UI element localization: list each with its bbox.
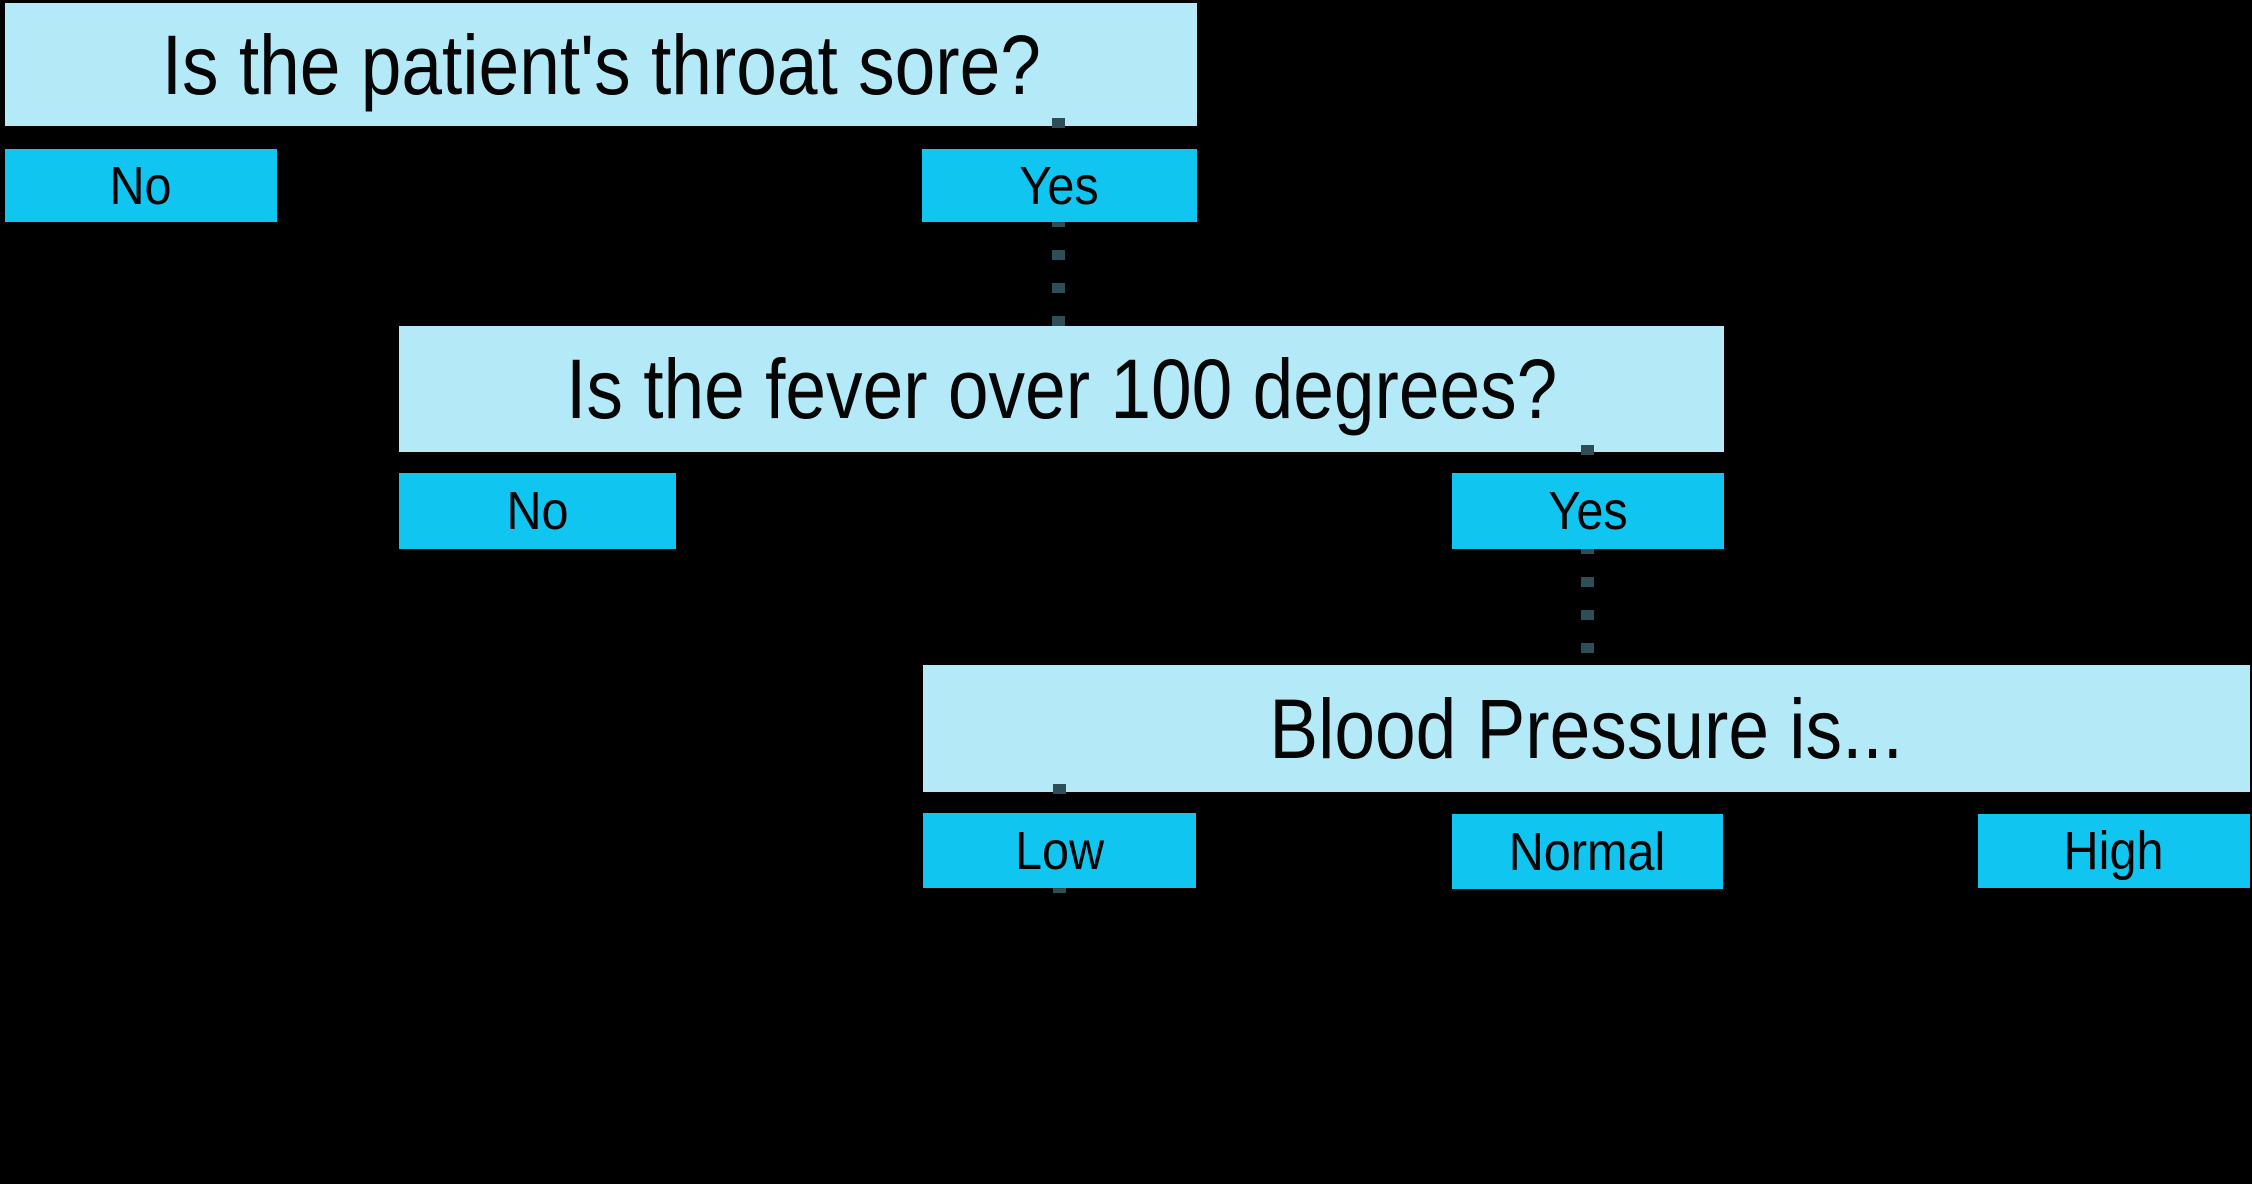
question-1-box: Is the patient's throat sore?: [5, 3, 1197, 126]
q1-no-label: No: [109, 155, 173, 216]
q3-low-label: Low: [1014, 820, 1105, 881]
q3-normal-button[interactable]: Normal: [1452, 814, 1723, 889]
q3-low-button[interactable]: Low: [923, 813, 1196, 888]
q1-yes-button[interactable]: Yes: [922, 149, 1197, 222]
q2-no-button[interactable]: No: [399, 473, 676, 549]
question-2-box: Is the fever over 100 degrees?: [399, 326, 1724, 452]
q1-yes-label: Yes: [1019, 155, 1100, 216]
question-3-box: Blood Pressure is...: [923, 665, 2250, 792]
question-1-text: Is the patient's throat sore?: [161, 17, 1041, 112]
q2-yes-button[interactable]: Yes: [1452, 473, 1724, 549]
q2-yes-label: Yes: [1548, 481, 1628, 541]
q3-high-button[interactable]: High: [1978, 814, 2250, 888]
q3-normal-label: Normal: [1509, 821, 1666, 882]
q3-high-label: High: [2064, 821, 2164, 881]
q2-no-label: No: [506, 481, 569, 541]
q1-no-button[interactable]: No: [5, 149, 277, 222]
question-3-text: Blood Pressure is...: [1269, 681, 1904, 776]
question-2-text: Is the fever over 100 degrees?: [565, 342, 1558, 436]
